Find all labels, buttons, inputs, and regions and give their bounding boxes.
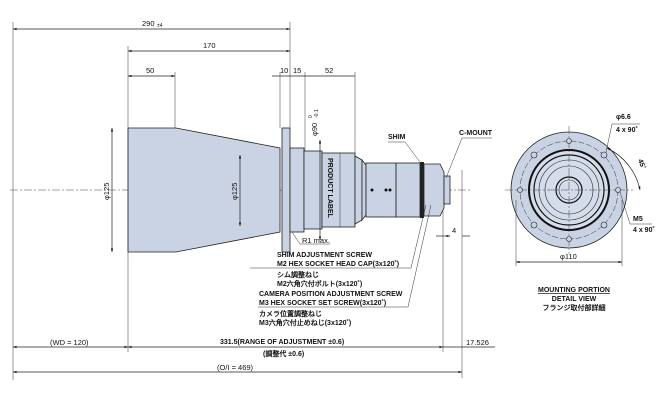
camera-screw-jp: カメラ位置調整ねじ xyxy=(259,309,322,318)
shim-screw-spec: M2 HEX SOCKET HEAD CAP(3x120˚) xyxy=(277,260,399,268)
dim-52-label: 52 xyxy=(325,66,333,75)
thread-leader xyxy=(619,191,652,225)
dim-back-label: 17.526 xyxy=(466,338,489,347)
product-label-text: PRODUCT LABEL xyxy=(326,158,333,219)
shim-screw-title: SHIM ADJUSTMENT SCREW xyxy=(277,252,372,259)
dim-dia-90-label: φ90 xyxy=(310,123,319,136)
dim-dia-125-front-label: φ125 xyxy=(102,183,111,200)
cmount-label: C-MOUNT xyxy=(459,130,493,137)
camera-screw-jp-spec: M3六角穴付止めねじ(3x120˚) xyxy=(259,318,351,327)
dim-290-tol: ±4 xyxy=(157,23,163,29)
dim-range-jp-label: (調整代 ±0.6) xyxy=(263,349,304,358)
dim-wd-label: (WD = 120) xyxy=(50,338,89,347)
r1-label: R1 max. xyxy=(302,236,330,245)
detail-title-jp: フランジ取付部詳細 xyxy=(543,303,606,312)
thread-count-label: 4 x 90˚ xyxy=(633,226,655,234)
dim-dia-90-tol-lower: -0.1 xyxy=(314,109,320,118)
dim-dia-125-mid-label: φ125 xyxy=(230,183,239,200)
flange-dia-label: φ110 xyxy=(560,252,577,261)
camera-screw-spec: M3 HEX SOCKET SET SCREW(3x120˚) xyxy=(259,299,386,307)
shim-label: SHIM xyxy=(388,134,406,141)
cmount-leader xyxy=(445,137,492,179)
camera-screw-leader xyxy=(258,204,432,308)
shim-screw-leader xyxy=(250,204,427,269)
angle-label: 45˚ xyxy=(636,158,647,170)
hole-count-label: 4 x 90˚ xyxy=(616,126,638,134)
mounting-detail-view xyxy=(505,126,641,254)
hole-dia-label: φ6.6 xyxy=(616,114,631,121)
dim-dia-90-tol-upper: 0 xyxy=(308,115,314,118)
lens-side-view: PRODUCT LABEL xyxy=(127,127,451,253)
detail-title-2: DETAIL VIEW xyxy=(552,296,597,303)
dim-10-label: 10 xyxy=(280,66,288,75)
dim-15-label: 15 xyxy=(293,66,301,75)
camera-screw-title: CAMERA POSITION ADJUSTMENT SCREW xyxy=(259,291,403,298)
hole-leader xyxy=(605,123,640,153)
extension-lines xyxy=(12,22,463,380)
dim-range-label: 331.5(RANGE OF ADJUSTMENT ±0.6) xyxy=(220,339,344,346)
dim-290-label: 290 xyxy=(142,19,155,28)
r1-leader xyxy=(291,231,330,245)
shim-screw-jp: シム調整ねじ xyxy=(277,270,319,279)
detail-title-1: MOUNTING PORTION xyxy=(538,287,610,294)
dim-170-label: 170 xyxy=(203,41,216,50)
dim-oi-label: (O/I = 469) xyxy=(217,363,254,372)
dim-4-label: 4 xyxy=(452,226,456,235)
dim-50-label: 50 xyxy=(146,66,154,75)
shim-screw-jp-spec: M2六角穴付ボルト(3x120˚) xyxy=(277,279,362,288)
shim-leader xyxy=(388,141,421,163)
thread-label: M5 xyxy=(633,216,643,223)
